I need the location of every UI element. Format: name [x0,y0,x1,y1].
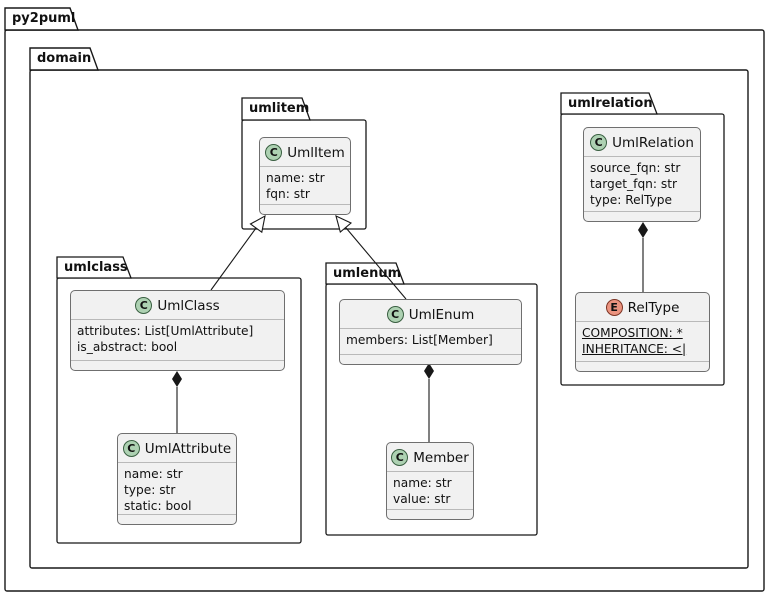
attribute: attributes: List[UmlAttribute] [77,324,254,338]
package-label-umlenum: umlenum [333,266,402,281]
class-methods-empty [118,514,236,524]
enum-members: COMPOSITION: * INHERITANCE: <| [576,321,709,361]
attribute: target_fqn: str [590,177,678,191]
class-name: UmlRelation [612,134,694,151]
attribute: fqn: str [266,187,310,201]
class-box-umlclass: C UmlClass attributes: List[UmlAttribute… [70,290,285,371]
inheritance-arrow-umlenum [335,215,353,233]
attribute: name: str [393,476,452,490]
attribute: value: str [393,492,451,506]
package-tab-py2puml [4,7,79,31]
class-title: C UmlRelation [584,128,700,156]
class-stereotype-icon: C [391,449,409,466]
class-methods-empty [340,354,521,364]
class-stereotype-icon: C [386,306,404,323]
class-name: UmlItem [287,144,345,161]
enum-member: COMPOSITION: * [582,326,683,340]
class-attributes: members: List[Member] [340,328,521,354]
inheritance-line-umlclass [210,227,257,291]
enum-name: RelType [627,299,680,316]
enum-stereotype-icon: E [605,299,623,316]
inheritance-arrow-umlclass [249,214,266,234]
package-tab-umlenum [325,262,405,285]
class-stereotype-icon: C [135,297,153,314]
class-box-umlitem: C UmlItem name: str fqn: str [259,137,351,215]
composition-diamond-umlclass [172,371,182,387]
class-attributes: name: str fqn: str [260,166,350,204]
class-title: C UmlItem [260,138,350,166]
attribute: static: bool [124,499,192,513]
class-title: C UmlAttribute [118,434,236,462]
enum-methods-empty [576,361,709,371]
class-methods-empty [387,509,473,519]
class-title: C Member [387,443,473,471]
attribute: type: str [124,483,176,497]
attribute: name: str [266,171,325,185]
package-tab-umlitem [241,97,311,121]
class-box-umlenum: C UmlEnum members: List[Member] [339,299,522,365]
class-name: UmlAttribute [144,440,232,457]
class-attributes: name: str value: str [387,471,473,509]
class-stereotype-icon: C [590,134,608,151]
inheritance-line-umlenum [345,227,407,300]
class-box-member: C Member name: str value: str [386,442,474,520]
class-methods-empty [584,211,700,221]
package-label-umlrelation: umlrelation [568,96,653,111]
package-tab-umlclass [56,256,132,279]
enum-member: INHERITANCE: <| [582,342,687,356]
package-tab-umlrelation [560,92,658,115]
class-name: Member [413,449,469,466]
class-methods-empty [260,204,350,214]
attribute: name: str [124,467,183,481]
enum-title: E RelType [576,293,709,321]
class-methods-empty [71,360,284,370]
composition-diamond-umlenum [424,363,434,379]
class-attributes: attributes: List[UmlAttribute] is_abstra… [71,319,284,360]
class-stereotype-icon: C [122,440,140,457]
class-stereotype-icon: C [265,144,283,161]
class-attributes: name: str type: str static: bool [118,462,236,514]
package-label-umlitem: umlitem [249,101,310,116]
class-box-umlrelation: C UmlRelation source_fqn: str target_fqn… [583,127,701,222]
attribute: type: RelType [590,193,673,207]
class-attributes: source_fqn: str target_fqn: str type: Re… [584,156,700,211]
class-name: UmlEnum [408,306,475,323]
package-tab-domain [29,47,99,71]
attribute: is_abstract: bool [77,340,178,354]
class-title: C UmlEnum [340,300,521,328]
attribute: members: List[Member] [346,333,493,347]
composition-diamond-umlrelation [638,222,648,238]
attribute: source_fqn: str [590,161,681,175]
package-label-umlclass: umlclass [64,260,128,275]
package-label-domain: domain [37,51,92,66]
enum-box-reltype: E RelType COMPOSITION: * INHERITANCE: <| [575,292,710,372]
class-title: C UmlClass [71,291,284,319]
class-name: UmlClass [157,297,220,314]
package-label-py2puml: py2puml [12,11,76,26]
class-box-umlattribute: C UmlAttribute name: str type: str stati… [117,433,237,525]
